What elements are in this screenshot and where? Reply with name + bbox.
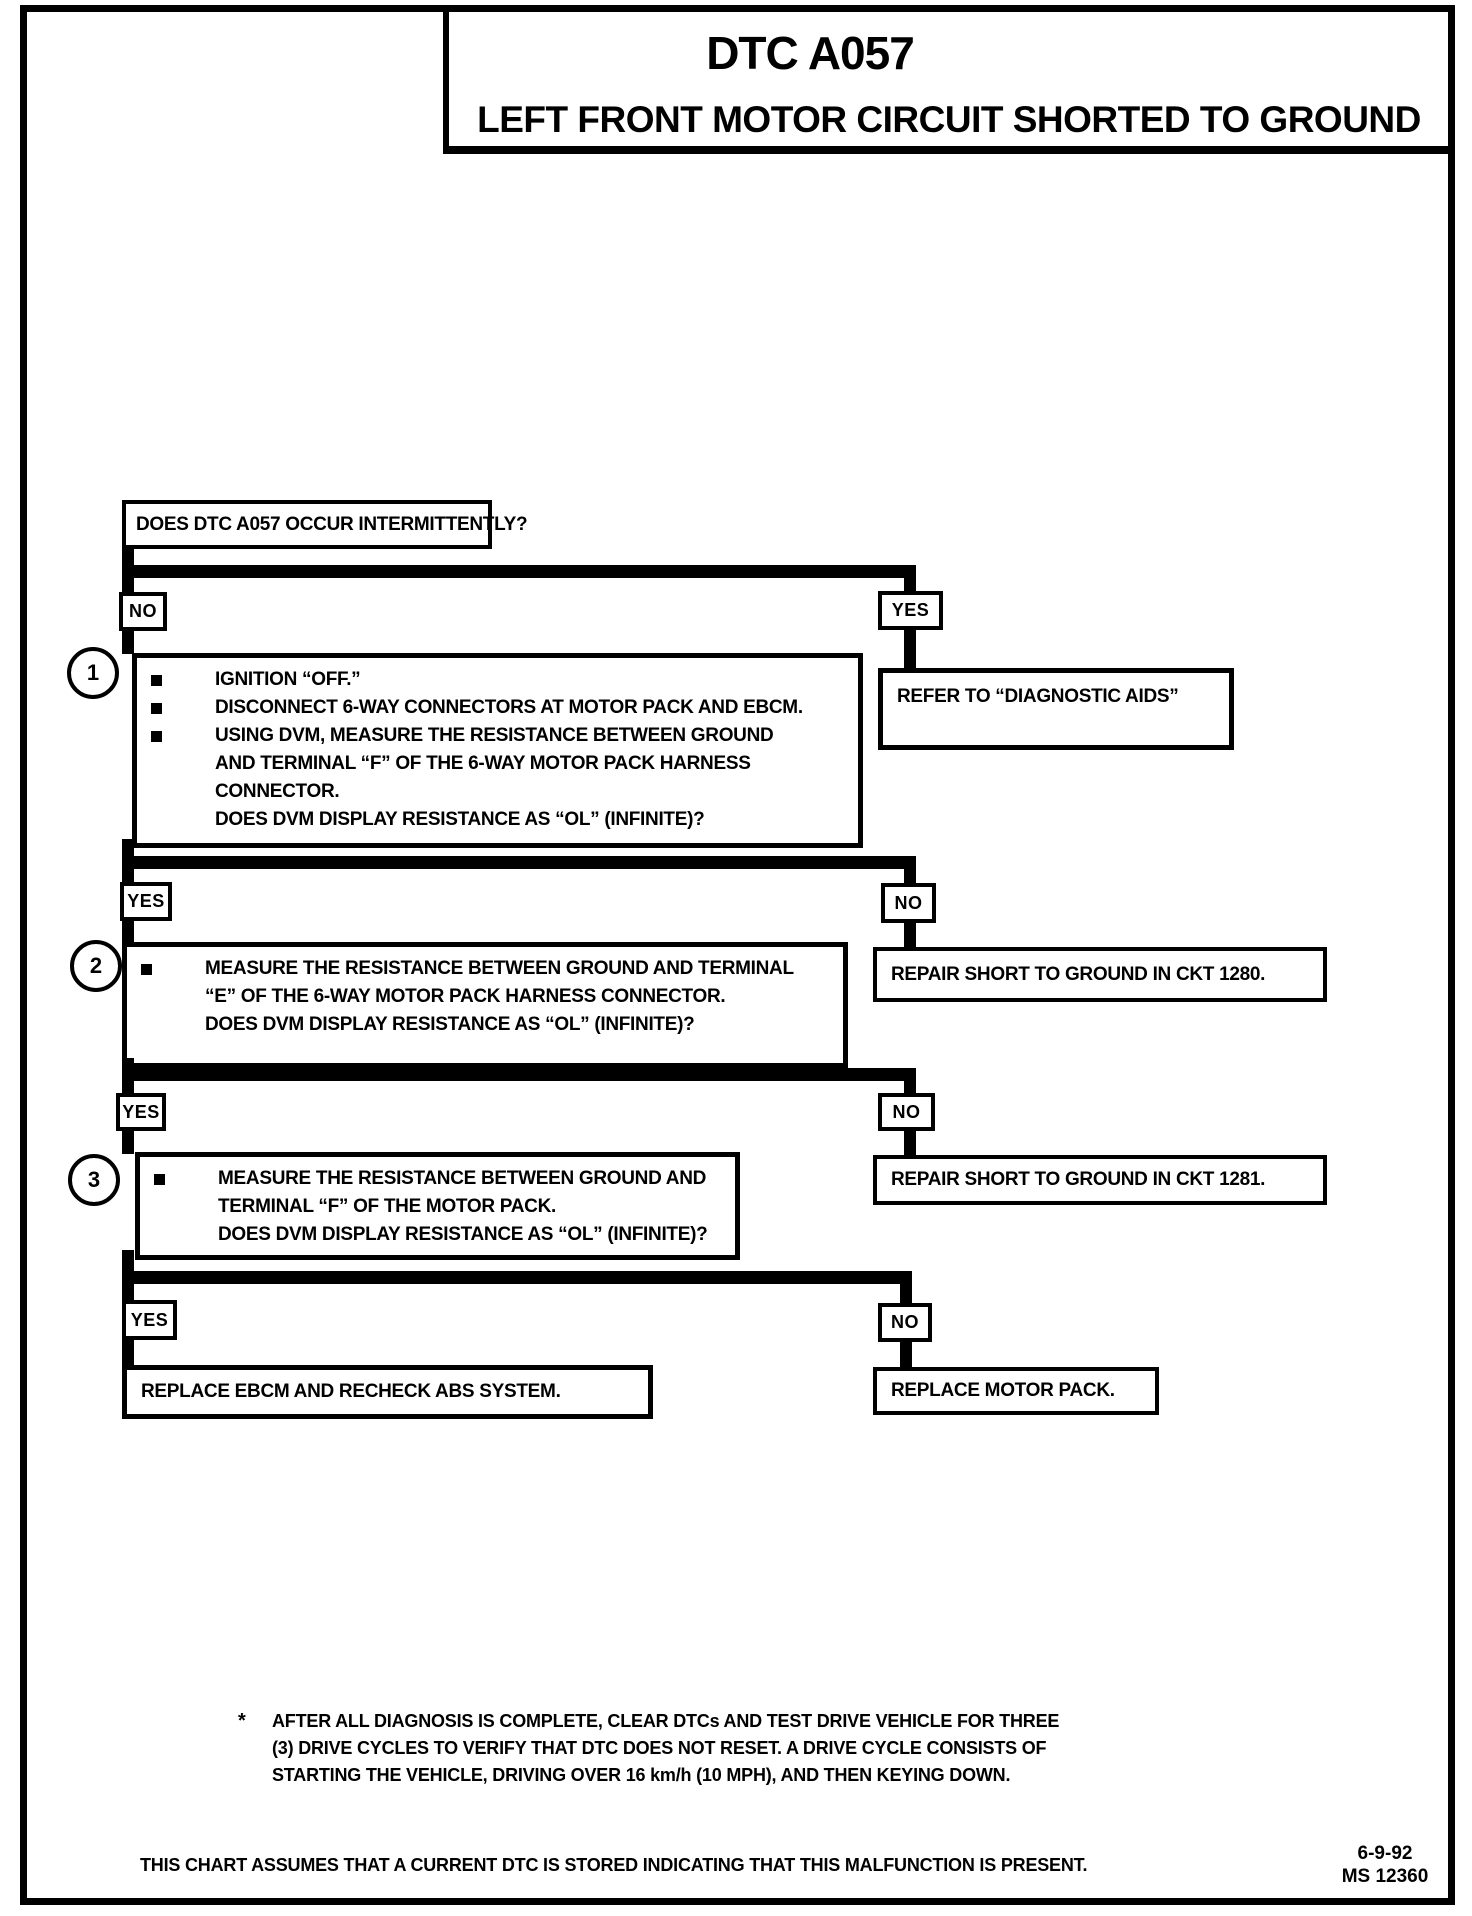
- step-3-box: MEASURE THE RESISTANCE BETWEEN GROUND AN…: [135, 1152, 740, 1260]
- connector: [904, 565, 916, 592]
- result-repair-ckt-1280: REPAIR SHORT TO GROUND IN CKT 1280.: [873, 947, 1327, 1002]
- step-1-bullet-1: IGNITION “OFF.”: [137, 666, 858, 694]
- footnote: * AFTER ALL DIAGNOSIS IS COMPLETE, CLEAR…: [238, 1708, 1218, 1789]
- doc-id-block: 6-9-92 MS 12360: [1322, 1842, 1448, 1888]
- footnote-lines: AFTER ALL DIAGNOSIS IS COMPLETE, CLEAR D…: [272, 1708, 1059, 1789]
- yes-label-1: YES: [878, 591, 943, 630]
- connector: [904, 856, 916, 884]
- asterisk-marker: *: [238, 1710, 246, 1732]
- no-label-1: NO: [119, 592, 167, 631]
- footnote-line: STARTING THE VEHICLE, DRIVING OVER 16 km…: [272, 1765, 1011, 1785]
- title-underline: [443, 146, 1455, 154]
- step-2-box: MEASURE THE RESISTANCE BETWEEN GROUND AN…: [122, 942, 848, 1068]
- bullet-icon: [151, 675, 162, 686]
- step-1-bullet-2: DISCONNECT 6-WAY CONNECTORS AT MOTOR PAC…: [137, 694, 858, 722]
- connector: [904, 922, 916, 949]
- bullet-icon: [141, 964, 152, 975]
- question-text: DOES DTC A057 OCCUR INTERMITTENTLY?: [136, 513, 528, 535]
- connector: [904, 1068, 916, 1095]
- bullet-icon: [151, 731, 162, 742]
- yes-label-2: YES: [120, 882, 172, 921]
- no-label-3: NO: [878, 1093, 935, 1131]
- step-2-bullet-1: MEASURE THE RESISTANCE BETWEEN GROUND AN…: [127, 955, 843, 1011]
- connector: [122, 1068, 916, 1081]
- connector: [122, 1271, 912, 1284]
- result-refer-diagnostic-aids: REFER TO “DIAGNOSTIC AIDS”: [878, 668, 1234, 750]
- step-circle-1: 1: [67, 647, 119, 699]
- connector: [122, 856, 916, 869]
- connector: [900, 1271, 912, 1304]
- connector: [122, 1130, 134, 1154]
- page-subtitle: LEFT FRONT MOTOR CIRCUIT SHORTED TO GROU…: [477, 99, 1421, 140]
- connector: [904, 628, 916, 669]
- step-circle-3: 3: [68, 1154, 120, 1206]
- connector: [122, 1339, 134, 1367]
- footnote-line: (3) DRIVE CYCLES TO VERIFY THAT DTC DOES…: [272, 1738, 1047, 1758]
- footnote-line: AFTER ALL DIAGNOSIS IS COMPLETE, CLEAR D…: [272, 1711, 1060, 1731]
- bullet-icon: [151, 703, 162, 714]
- step-1-question: DOES DVM DISPLAY RESISTANCE AS “OL” (INF…: [215, 809, 705, 830]
- connector: [122, 629, 134, 654]
- connector: [904, 1130, 916, 1157]
- step-3-bullet-1: MEASURE THE RESISTANCE BETWEEN GROUND AN…: [140, 1165, 735, 1221]
- result-replace-motor-pack: REPLACE MOTOR PACK.: [873, 1367, 1159, 1415]
- footer-assumption: THIS CHART ASSUMES THAT A CURRENT DTC IS…: [140, 1855, 1088, 1875]
- yes-label-3: YES: [116, 1093, 166, 1131]
- question-box-intermittent: DOES DTC A057 OCCUR INTERMITTENTLY?: [122, 500, 528, 549]
- title-divider-line: [443, 12, 449, 153]
- no-label-4: NO: [878, 1303, 932, 1342]
- step-3-question: DOES DVM DISPLAY RESISTANCE AS “OL” (INF…: [218, 1224, 708, 1245]
- bullet-icon: [154, 1174, 165, 1185]
- page-title: DTC A057: [706, 27, 915, 79]
- step-circle-2: 2: [70, 940, 122, 992]
- connector: [122, 565, 916, 578]
- doc-date: 6-9-92: [1357, 1843, 1413, 1864]
- no-label-2: NO: [881, 883, 936, 923]
- result-repair-ckt-1281: REPAIR SHORT TO GROUND IN CKT 1281.: [873, 1155, 1327, 1205]
- connector: [122, 920, 134, 944]
- page-border: [20, 5, 1455, 1905]
- yes-label-4: YES: [122, 1300, 177, 1340]
- result-replace-ebcm: REPLACE EBCM AND RECHECK ABS SYSTEM.: [122, 1365, 653, 1419]
- connector: [900, 1341, 912, 1369]
- step-1-box: IGNITION “OFF.” DISCONNECT 6-WAY CONNECT…: [132, 653, 863, 848]
- step-1-bullet-3: USING DVM, MEASURE THE RESISTANCE BETWEE…: [137, 722, 858, 806]
- doc-number: MS 12360: [1341, 1866, 1429, 1887]
- step-2-question: DOES DVM DISPLAY RESISTANCE AS “OL” (INF…: [205, 1014, 695, 1035]
